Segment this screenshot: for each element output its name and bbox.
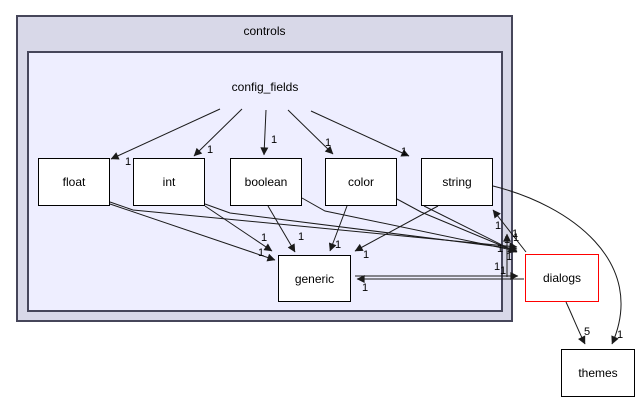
group-label-controls[interactable]: controls: [243, 24, 286, 38]
node-float[interactable]: float: [38, 158, 110, 206]
group-label-config-fields[interactable]: config_fields: [231, 80, 299, 94]
node-color[interactable]: color: [325, 158, 397, 206]
node-generic[interactable]: generic: [278, 255, 351, 302]
node-int[interactable]: int: [133, 158, 205, 206]
node-themes[interactable]: themes: [561, 349, 635, 397]
node-dialogs[interactable]: dialogs: [525, 254, 599, 302]
edge-label: 5: [584, 326, 590, 338]
edge-label: 1: [513, 232, 519, 244]
edge-label: 1: [617, 329, 623, 341]
node-boolean[interactable]: boolean: [230, 158, 302, 206]
node-string[interactable]: string: [421, 158, 493, 206]
edge-dialogs-to-themes: 5: [565, 301, 590, 345]
